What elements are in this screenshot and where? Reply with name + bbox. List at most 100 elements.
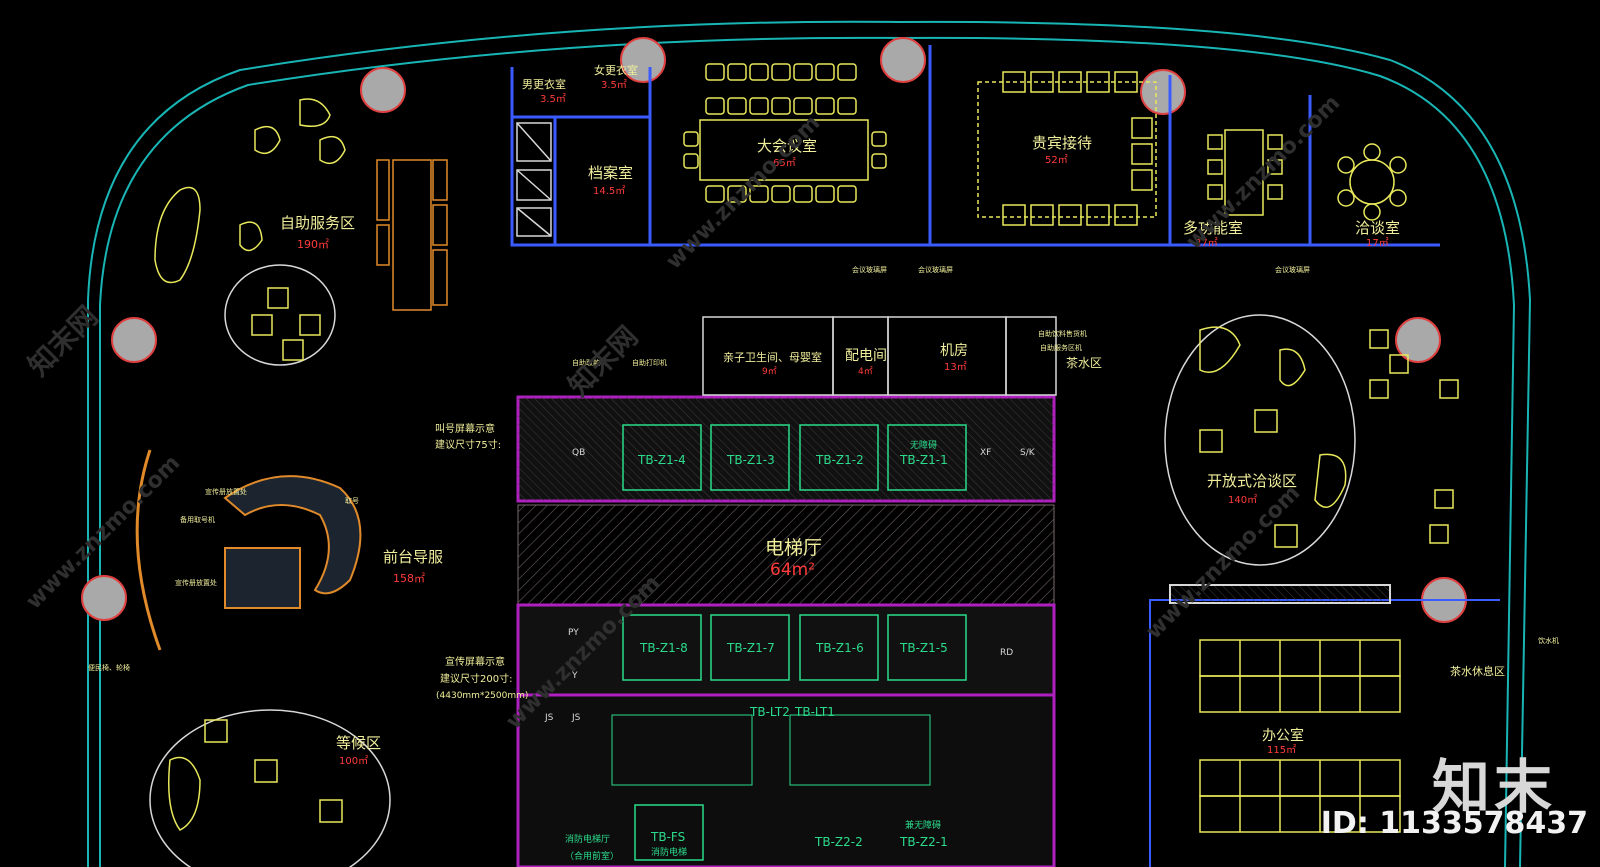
- elevator-z1-3: TB-Z1-3: [726, 453, 775, 467]
- area-self-service: 190㎡: [297, 238, 329, 251]
- stair-lt2: TB-LT2: [749, 705, 790, 719]
- note-meeting-glass-1: 会议玻璃屏: [852, 265, 887, 274]
- annotation-notes: 叫号屏幕示意 建议尺寸75寸: 宣传屏幕示意 建议尺寸200寸: (4430mm…: [88, 265, 1559, 701]
- label-waiting: 等候区: [336, 734, 381, 752]
- area-reception: 158㎡: [393, 572, 425, 585]
- note-backup-call: 备用取号机: [180, 515, 215, 524]
- area-big-meeting: 65㎡: [773, 157, 796, 169]
- area-male-locker: 3.5㎡: [540, 93, 566, 105]
- stair-lt1: TB-LT1: [794, 705, 835, 719]
- barrier-free-label: 无障碍: [910, 439, 937, 451]
- note-cabinet: 自助服务区机: [1040, 343, 1082, 352]
- area-electrical: 4㎡: [858, 366, 873, 377]
- note-self-water: 自助饮料售货机: [1038, 329, 1087, 338]
- elevator-z2-2: TB-Z2-2: [814, 835, 863, 849]
- elevator-core: [516, 395, 1056, 867]
- vip-seating: [977, 71, 1157, 226]
- elevator-z1-5: TB-Z1-5: [899, 641, 948, 655]
- label-vip: 贵宾接待: [1032, 134, 1092, 152]
- shaft-xf: XF: [980, 448, 991, 458]
- label-tea-zone: 茶水区: [1066, 355, 1102, 370]
- barrier-free-label-2: 兼无障碍: [905, 819, 941, 831]
- exterior-wall: [87, 20, 1532, 867]
- shaft-qb: QB: [572, 448, 585, 458]
- multi-function-furniture: [1207, 129, 1407, 221]
- note-promo-top: 宣传册放置处: [205, 487, 247, 496]
- shaft-js-1: JS: [544, 713, 554, 723]
- label-machine: 机房: [940, 343, 968, 359]
- note-machine-cash: 自助取款机: [572, 358, 607, 367]
- area-archive: 14.5㎡: [593, 185, 625, 197]
- fire-hall-sub: （合用前室）: [565, 850, 619, 862]
- shaft-rd: RD: [1000, 648, 1013, 658]
- archive-shelves: [516, 122, 552, 237]
- label-multi: 多功能室: [1183, 219, 1243, 237]
- elevator-z1-7: TB-Z1-7: [726, 641, 775, 655]
- area-multi: 27㎡: [1195, 237, 1218, 249]
- area-waiting: 100㎡: [339, 755, 368, 767]
- note-meeting-glass-3: 会议玻璃屏: [1275, 265, 1310, 274]
- note-promo-screen-3: (4430mm*2500mm): [436, 691, 528, 701]
- label-female-locker: 女更衣室: [594, 63, 638, 77]
- reception-counter: [135, 449, 362, 651]
- fire-hall-label: 消防电梯厅: [565, 833, 610, 845]
- area-open-negotiation: 140㎡: [1228, 494, 1257, 506]
- area-female-locker: 3.5㎡: [601, 79, 627, 91]
- elevator-z2-1: TB-Z2-1: [899, 835, 948, 849]
- note-self-print: 自助打印机: [632, 358, 667, 367]
- note-take-number: 取号: [345, 497, 359, 505]
- shaft-py: PY: [568, 628, 579, 638]
- label-open-negotiation: 开放式洽谈区: [1207, 472, 1297, 490]
- fire-elevator-label: 消防电梯: [651, 846, 687, 858]
- note-water-machine: 饮水机: [1538, 636, 1559, 645]
- note-queue-screen-2: 建议尺寸75寸:: [435, 438, 501, 451]
- elevator-z1-6: TB-Z1-6: [815, 641, 864, 655]
- area-machine: 13㎡: [944, 361, 967, 373]
- area-negotiation: 17㎡: [1366, 237, 1389, 249]
- note-promo-bottom: 宣传册放置处: [175, 578, 217, 587]
- label-tea-break: 茶水休息区: [1450, 664, 1505, 678]
- self-service-furniture: [154, 98, 346, 366]
- office-walls: [1149, 584, 1500, 867]
- label-male-locker: 男更衣室: [522, 77, 566, 91]
- note-promo-screen-1: 宣传屏幕示意: [445, 655, 505, 668]
- area-family-restroom: 9㎡: [762, 366, 777, 377]
- waiting-furniture: [149, 709, 391, 867]
- structural-columns: [81, 37, 1467, 623]
- note-meeting-glass-2: 会议玻璃屏: [918, 265, 953, 274]
- label-big-meeting: 大会议室: [757, 137, 817, 155]
- north-room-walls: [510, 45, 1440, 247]
- label-negotiation: 洽谈室: [1355, 219, 1400, 237]
- note-queue-screen-1: 叫号屏幕示意: [435, 422, 495, 435]
- label-reception: 前台导服: [383, 548, 443, 566]
- brand-logo: 知末: [1431, 753, 1556, 821]
- elevator-z1-2: TB-Z1-2: [815, 453, 864, 467]
- note-seating: 便民椅、轮椅: [88, 663, 130, 672]
- elevator-z1-1: TB-Z1-1: [899, 453, 948, 467]
- label-self-service: 自助服务区: [280, 214, 355, 232]
- label-elevator-hall: 电梯厅: [765, 537, 822, 559]
- shaft-sk: S/K: [1020, 448, 1036, 458]
- note-promo-screen-2: 建议尺寸200寸:: [440, 672, 512, 685]
- shaft-labels: QB XF S/K PY Y RD JS JS: [544, 448, 1036, 723]
- label-archive: 档案室: [588, 164, 633, 182]
- area-vip: 52㎡: [1045, 154, 1068, 166]
- room-labels: 自助服务区 190㎡ 男更衣室 3.5㎡ 女更衣室 3.5㎡ 档案室 14.5㎡…: [280, 63, 1505, 767]
- service-rooms: [702, 316, 1057, 396]
- office-desks: [1199, 639, 1401, 833]
- elevator-labels: TB-Z1-4 TB-Z1-3 TB-Z1-2 TB-Z1-1 无障碍 TB-Z…: [565, 439, 948, 862]
- elevator-z1-4: TB-Z1-4: [637, 453, 686, 467]
- elevator-z1-8: TB-Z1-8: [639, 641, 688, 655]
- area-office: 115㎡: [1267, 744, 1296, 756]
- meeting-table: [683, 63, 887, 203]
- label-office: 办公室: [1262, 727, 1304, 744]
- elevator-fs: TB-FS: [650, 830, 685, 844]
- kiosk-row: [376, 159, 448, 311]
- label-electrical: 配电间: [845, 348, 887, 364]
- shaft-y: Y: [571, 671, 578, 681]
- brand-id: ID: 1133578437: [1320, 806, 1588, 841]
- open-negotiation-furniture: [1164, 314, 1459, 566]
- shaft-js-2: JS: [571, 713, 581, 723]
- label-family-restroom: 亲子卫生间、母婴室: [723, 350, 822, 364]
